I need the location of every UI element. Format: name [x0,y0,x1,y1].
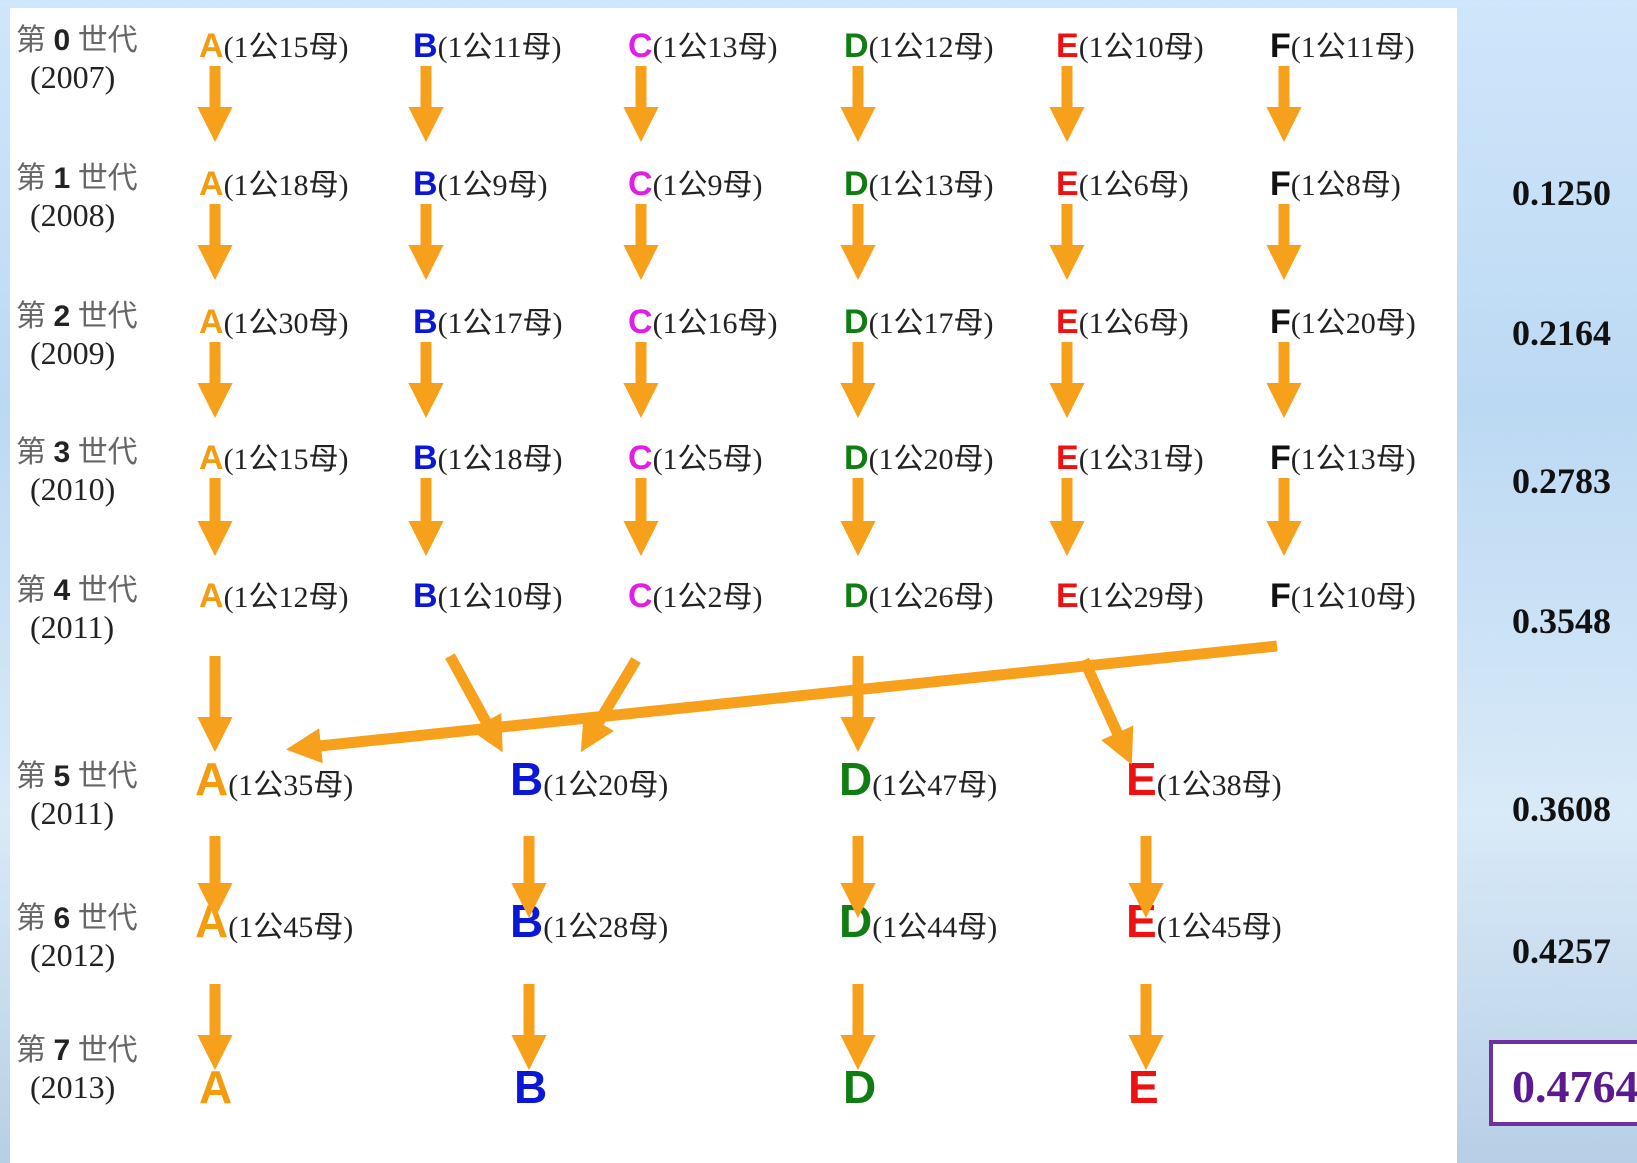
node-g0-D: D(1公12母) [844,27,994,65]
generation-label-0: 第 0 世代 (2007) [16,24,138,95]
node-g0-E: E(1公10母) [1056,27,1204,65]
generation-label-4: 第 4 世代 (2011) [16,574,138,645]
line-letter-A: A [199,27,224,65]
line-letter-F: F [1270,577,1291,615]
line-letter-B: B [413,27,438,65]
ratio-gen-3: 0.2783 [1512,461,1611,501]
node-g6-E: E(1公45母) [1126,895,1282,947]
generation-year-4: (2011) [30,608,115,645]
node-g3-F: F(1公13母) [1270,439,1416,477]
line-letter-C: C [628,165,653,203]
line-letter-E: E [1056,577,1079,615]
node-g1-E: E(1公6母) [1056,165,1189,203]
node-g1-D: D(1公13母) [844,165,994,203]
node-g3-B: B(1公18母) [413,439,563,477]
node-g5-D: D(1公47母) [839,753,998,805]
generation-label-3: 第 3 世代 (2010) [16,436,138,507]
line-letter-D: D [844,27,869,65]
node-g0-F: F(1公11母) [1270,27,1415,65]
node-g0-B: B(1公11母) [413,27,562,65]
node-g2-C: C(1公16母) [628,303,778,341]
line-letter-E: E [1056,165,1079,203]
node-g4-B: B(1公10母) [413,577,563,615]
node-g1-C: C(1公9母) [628,165,763,203]
generation-label-1: 第 1 世代 (2008) [16,162,138,233]
line-letter-F: F [1270,165,1291,203]
node-g1-F: F(1公8母) [1270,165,1401,203]
node-g2-B: B(1公17母) [413,303,563,341]
line-letter-D: D [844,303,869,341]
node-g2-D: D(1公17母) [844,303,994,341]
ratio-gen-2: 0.2164 [1512,313,1611,353]
line-letter-D: D [844,165,869,203]
node-g6-B: B(1公28母) [510,895,669,947]
node-g1-A: A(1公18母) [199,165,349,203]
line-letter-A: A [199,577,224,615]
line-letter-B: B [413,577,438,615]
node-g6-A: A(1公45母) [195,895,354,947]
line-letter-F: F [1270,27,1291,65]
ratio-gen-1: 0.1250 [1512,173,1611,213]
line-letter-B: B [413,303,438,341]
node-g3-C: C(1公5母) [628,439,763,477]
line-letter-B: B [413,165,438,203]
node-g4-D: D(1公26母) [844,577,994,615]
arrow-C-to-B [580,657,641,753]
node-g5-B: B(1公20母) [510,753,669,805]
line-letter-E: E [1056,439,1079,477]
ratio-gen-4: 0.3548 [1512,601,1611,641]
node-g2-F: F(1公20母) [1270,303,1416,341]
line-letter-D: D [839,753,873,805]
line-letter-F: F [1270,303,1291,341]
generation-year-6: (2012) [30,936,116,973]
generation-label-6: 第 6 世代 (2012) [16,902,138,973]
node-g4-A: A(1公12母) [199,577,349,615]
arrow-B-to-B [445,653,503,753]
generation-year-5: (2011) [30,794,115,831]
arrow-E-to-E [1078,657,1134,765]
line-letter-B: B [510,753,544,805]
generation-label-5: 第 5 世代 (2011) [16,760,138,831]
node-g2-E: E(1公6母) [1056,303,1189,341]
generation-label-2: 第 2 世代 (2009) [16,300,138,371]
line-letter-A: A [199,303,224,341]
node-g3-E: E(1公31母) [1056,439,1204,477]
line-letter-F: F [1270,439,1291,477]
generation-year-7: (2013) [30,1068,116,1105]
diagram-panel [10,8,1457,1163]
node-g2-A: A(1公30母) [199,303,349,341]
line-letter-E: E [1056,27,1079,65]
node-g1-B: B(1公9母) [413,165,548,203]
generation-year-3: (2010) [30,470,116,507]
node-g4-E: E(1公29母) [1056,577,1204,615]
line-letter-C: C [628,303,653,341]
node-g5-A: A(1公35母) [195,753,354,805]
node-g0-C: C(1公13母) [628,27,778,65]
node-g3-A: A(1公15母) [199,439,349,477]
ratio-gen-5: 0.3608 [1512,789,1611,829]
ratio-gen-6: 0.4257 [1512,931,1611,971]
generation-year-2: (2009) [30,334,116,371]
line-letter-A: A [199,439,224,477]
line-letter-C: C [628,27,653,65]
generation-year-1: (2008) [30,196,116,233]
line-letter-B: B [413,439,438,477]
node-g4-C: C(1公2母) [628,577,763,615]
generation-label-7: 第 7 世代 (2013) [16,1034,138,1105]
generation-year-0: (2007) [30,58,116,95]
node-g3-D: D(1公20母) [844,439,994,477]
line-letter-D: D [844,439,869,477]
line-letter-E: E [1056,303,1079,341]
line-letter-C: C [628,577,653,615]
final-ratio-box [1489,1040,1637,1126]
line-letter-A: A [199,165,224,203]
node-g4-F: F(1公10母) [1270,577,1416,615]
arrow-F-to-A [285,640,1278,764]
line-letter-C: C [628,439,653,477]
final-ratio-value: 0.4764 [1512,1061,1637,1112]
node-g0-A: A(1公15母) [199,27,349,65]
line-letter-A: A [195,753,229,805]
line-letter-D: D [844,577,869,615]
